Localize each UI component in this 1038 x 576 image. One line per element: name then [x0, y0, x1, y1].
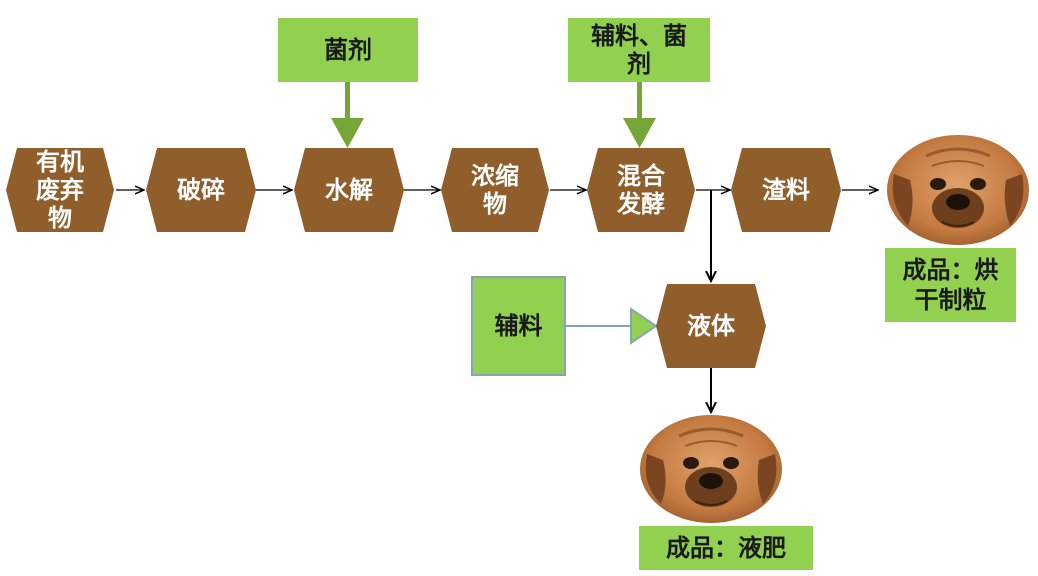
- down-arrow-head-1: [331, 118, 364, 148]
- product-solid-box: 成品：烘干制粒: [885, 248, 1016, 322]
- step-concentrate: 浓缩物: [441, 148, 549, 232]
- step-mix-ferment-label: 混合发酵: [617, 162, 665, 218]
- product-liquid-label: 成品：液肥: [666, 534, 786, 562]
- step-crush: 破碎: [146, 148, 256, 232]
- step-liquid: 液体: [656, 284, 766, 368]
- product-solid-label: 成品：烘干制粒: [902, 256, 999, 314]
- step-residue: 渣料: [731, 148, 841, 232]
- down-arrow-head-2: [623, 118, 656, 148]
- product-liquid-box: 成品：液肥: [639, 526, 813, 570]
- down-arrow-shaft-1: [345, 82, 350, 118]
- aux-box: 辅料: [471, 276, 566, 376]
- step-mix-ferment: 混合发酵: [587, 148, 695, 232]
- step-hydrolysis: 水解: [294, 148, 404, 232]
- enzyme-box: 菌剂: [278, 18, 418, 82]
- aux-enzyme-label: 辅料、菌剂: [591, 22, 687, 78]
- step-hydrolysis-label: 水解: [325, 176, 373, 204]
- step-organic-waste: 有机废弃物: [6, 148, 114, 232]
- down-arrow-shaft-2: [637, 82, 642, 118]
- aux-label: 辅料: [494, 312, 543, 340]
- dog-photo-liquid: [640, 415, 782, 523]
- step-crush-label: 破碎: [177, 176, 225, 204]
- aux-arrow-head: [630, 307, 658, 345]
- step-concentrate-label: 浓缩物: [471, 162, 519, 218]
- step-organic-waste-label: 有机废弃物: [36, 148, 84, 232]
- aux-enzyme-box: 辅料、菌剂: [568, 18, 710, 82]
- enzyme-label: 菌剂: [324, 36, 372, 64]
- step-residue-label: 渣料: [762, 176, 810, 204]
- step-liquid-label: 液体: [687, 312, 735, 340]
- dog-photo-solid: [887, 135, 1029, 245]
